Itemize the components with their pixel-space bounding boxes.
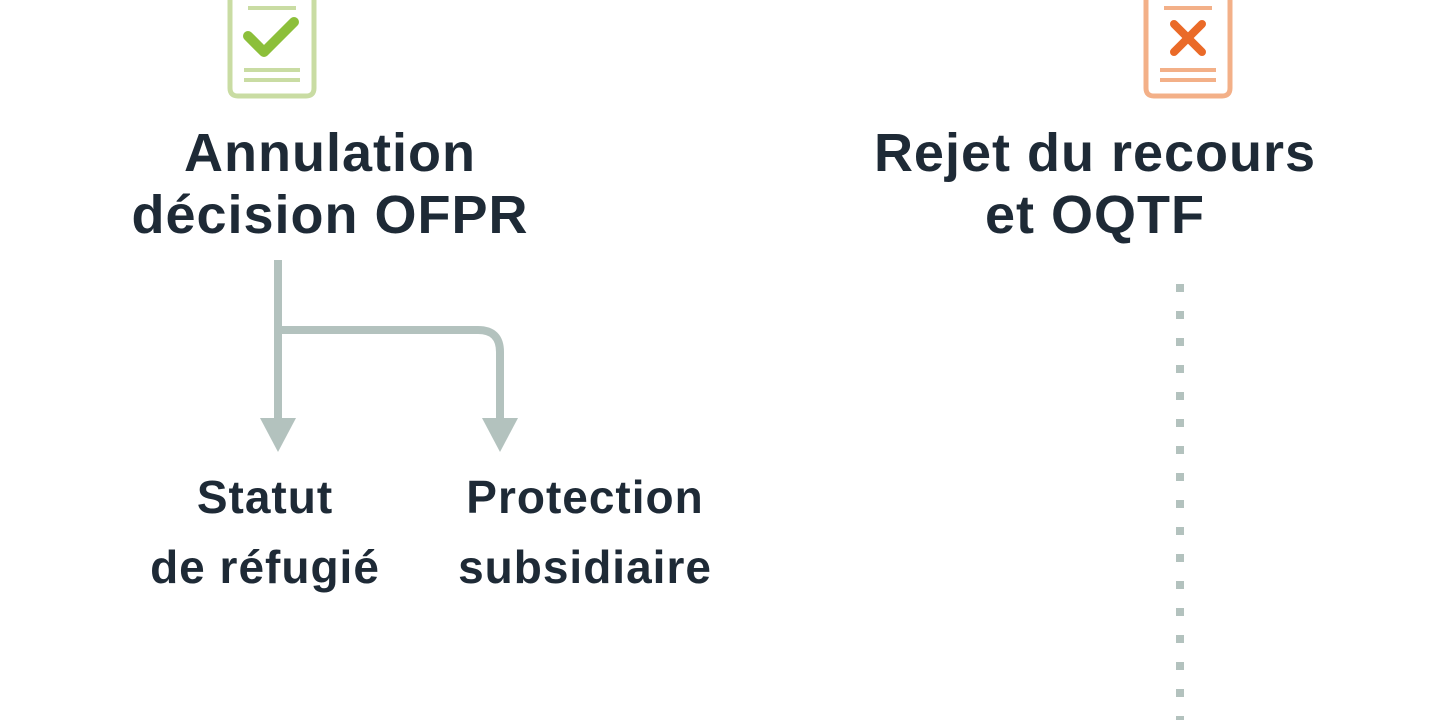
branch-line: Statut [196,471,334,523]
branch-line: de réfugié [150,541,380,593]
arrow-down-icon [482,418,518,452]
title-line: Rejet du recours [873,123,1317,183]
document-check-icon [227,0,317,99]
branch-line: subsidiaire [458,541,712,593]
branch-line: Protection [466,471,704,523]
document-cross-icon [1143,0,1233,99]
branch-refugee-status: Statut de réfugié [110,462,420,602]
branch-subsidiary-protection: Protection subsidiaire [420,462,750,602]
title-line: Annulation [184,123,476,183]
rejected-outcome-title: Rejet du recours et OQTF [840,122,1350,246]
accepted-outcome-title: Annulation décision OFPR [80,122,580,246]
arrow-down-icon [260,418,296,452]
branch-connector [260,260,518,452]
title-line: et OQTF [985,185,1205,245]
title-line: décision OFPR [131,185,529,245]
